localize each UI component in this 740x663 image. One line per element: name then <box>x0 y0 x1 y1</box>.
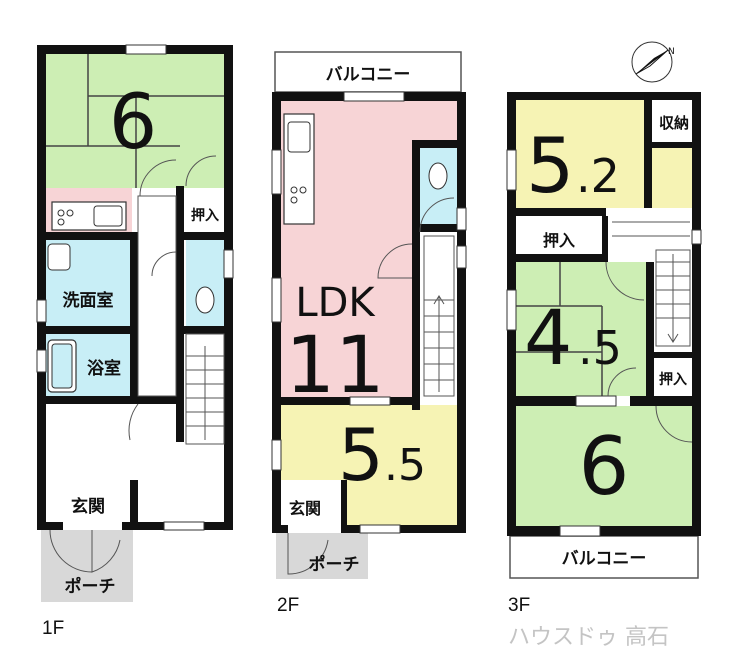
f1-porch <box>41 530 133 602</box>
watermark: ハウスドゥ 高石 <box>508 625 669 650</box>
f2-porch-label: ポーチ <box>309 554 360 575</box>
f1-tatami-size: 6 <box>109 77 157 166</box>
f1-senmen-label: 洗面室 <box>63 290 114 311</box>
f3-mid-size-int: 4 <box>524 293 572 382</box>
f3-oshiire-right-label: 押入 <box>659 371 687 388</box>
f1-doors <box>49 155 217 573</box>
f3-mid-room <box>516 262 646 396</box>
f2-kitchen-counter <box>283 113 315 225</box>
f1-toilet-bowl <box>195 286 215 314</box>
f1-counter <box>51 201 127 231</box>
f3-tatami-lines-mid <box>516 262 603 396</box>
f3-top-size-dec: .2 <box>576 149 620 203</box>
f3-balcony <box>509 535 699 579</box>
f2-stairs <box>423 235 455 397</box>
f2-floor-label: 2F <box>277 595 299 616</box>
f3-balcony-label: バルコニー <box>562 549 647 569</box>
f3-stairs <box>612 221 691 347</box>
f2-room-size-dec: .5 <box>384 440 426 491</box>
f3-oshiire-left-label: 押入 <box>543 231 575 250</box>
f2-genkan-label: 玄関 <box>289 499 321 518</box>
f1-washbasin <box>47 243 71 271</box>
f2-genkan <box>281 480 341 525</box>
f1-oshiire-label: 押入 <box>191 207 219 224</box>
f3-floor-label: 3F <box>508 595 530 616</box>
f1-bath-label: 浴室 <box>87 358 121 379</box>
f3-mid-size-dec: .5 <box>578 321 622 375</box>
f2-balcony-label: バルコニー <box>326 65 411 85</box>
f2-toilet-bowl <box>428 162 448 190</box>
f2-ldk-size: 11 <box>285 321 384 411</box>
f1-genkan-label: 玄関 <box>71 496 105 517</box>
f2-ldk-label: LDK <box>295 280 376 326</box>
floor-3: 5 .2 収納 押入 4 .5 押入 6 バルコニー 3F <box>506 92 702 616</box>
f2-balcony <box>274 51 462 93</box>
f2-windows <box>271 91 467 534</box>
f3-bottom-size: 6 <box>579 420 630 513</box>
f1-stairs <box>137 195 225 445</box>
f3-shuno <box>652 100 692 142</box>
floor-1: 6 押入 洗面室 浴室 玄関 ポーチ 1F <box>36 44 234 639</box>
north-arrow-icon: N <box>631 41 675 83</box>
f1-toilet <box>186 240 224 328</box>
f3-windows <box>506 149 702 537</box>
f3-top-size-int: 5 <box>526 121 574 210</box>
tatami-lines <box>46 54 224 188</box>
f1-windows <box>36 44 234 531</box>
f2-toilet <box>420 148 457 232</box>
f1-floor-label: 1F <box>42 618 64 639</box>
floor-2: バルコニー LDK 11 5 .5 玄関 ポーチ 2F <box>271 51 467 616</box>
svg-text:N: N <box>668 47 675 57</box>
f2-room-size-int: 5 <box>338 413 384 497</box>
f3-doors <box>605 261 693 443</box>
f1-porch-label: ポーチ <box>65 576 116 597</box>
f2-doors <box>287 197 455 575</box>
f3-bottom-room <box>516 406 692 526</box>
f3-shuno-label: 収納 <box>659 114 689 132</box>
